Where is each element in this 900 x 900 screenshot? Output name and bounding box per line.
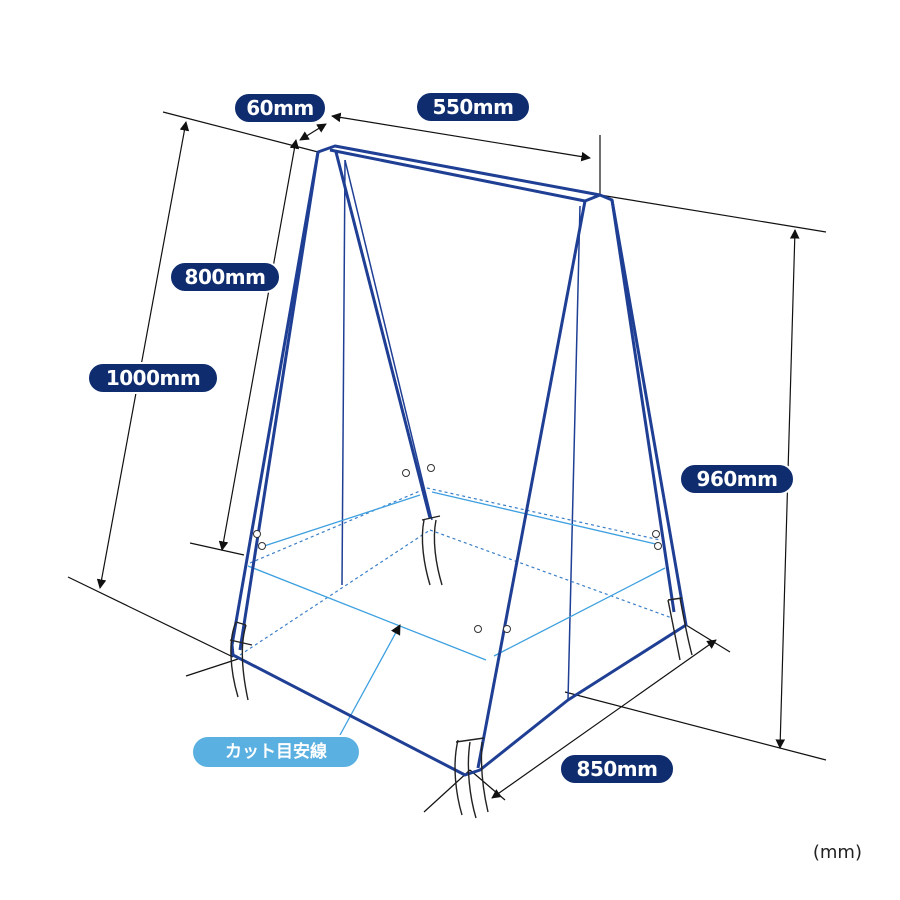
dimension-arrows [96,112,800,799]
svg-text:800mm: 800mm [185,265,266,289]
svg-text:550mm: 550mm [433,95,514,119]
svg-text:60mm: 60mm [246,96,314,120]
bolt-holes [253,464,662,633]
depth-850-arrow [491,639,717,799]
unit-note: (mm) [812,842,862,863]
front-frame [230,144,688,777]
clip-right [667,597,693,661]
thickness-60-arrow [299,123,327,141]
label-base-depth: 850mm [559,753,675,785]
clip-left [229,621,253,701]
label-total-height-right: 960mm [679,463,795,495]
height-1000-arrow [96,121,190,589]
leg-clips [229,515,693,819]
inner-structure [239,159,673,701]
label-cut-guide: カット目安線 [191,735,361,769]
extension-lines [67,111,827,813]
clip-front [454,737,489,819]
width-550-arrow [331,112,591,162]
svg-text:1000mm: 1000mm [106,366,200,390]
svg-text:カット目安線: カット目安線 [225,741,327,762]
svg-text:960mm: 960mm [697,467,778,491]
label-slant-height: 800mm [169,261,281,293]
cut-guide-pointer [339,624,401,736]
clip-center [421,515,443,586]
label-thickness: 60mm [233,92,327,124]
slant-800-arrow [218,139,300,551]
svg-text:850mm: 850mm [577,757,658,781]
cut-guide-lines [247,491,666,736]
label-top-width: 550mm [415,91,531,123]
label-total-height-left: 1000mm [87,362,219,394]
